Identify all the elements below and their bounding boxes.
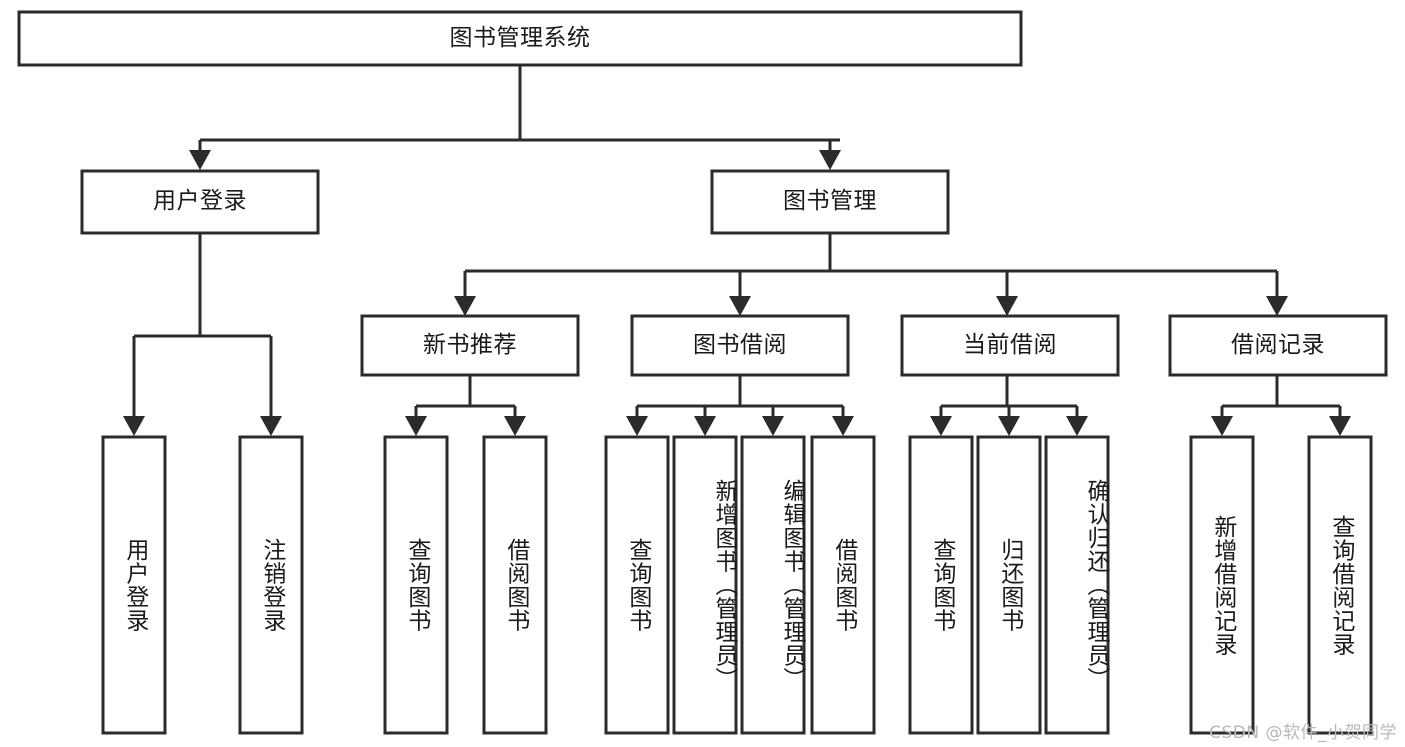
node-box-borrow-records[interactable] <box>1168 314 1388 377</box>
connector-userlogin-to-leaves <box>123 233 282 436</box>
node-box-leaf-book-borrow-1[interactable] <box>672 435 738 735</box>
node-box-leaf-borrow-records-1[interactable] <box>1307 435 1373 735</box>
connector-newbook-to-leaves <box>405 375 526 436</box>
node-box-root[interactable] <box>17 10 1023 67</box>
node-box-leaf-user-login-0[interactable] <box>101 435 167 735</box>
connector-currentborrow-to-leaves <box>930 375 1088 436</box>
node-box-leaf-book-borrow-2[interactable] <box>740 435 806 735</box>
node-box-leaf-book-borrow-0[interactable] <box>604 435 670 735</box>
node-box-leaf-current-borrow-0[interactable] <box>908 435 974 735</box>
node-box-new-book-recommend[interactable] <box>360 314 580 377</box>
node-box-leaf-current-borrow-2[interactable] <box>1044 435 1110 735</box>
connector-borrowrecords-to-leaves <box>1211 375 1351 436</box>
node-box-leaf-borrow-records-0[interactable] <box>1189 435 1255 735</box>
node-box-book-borrow[interactable] <box>630 314 850 377</box>
node-box-leaf-user-login-1[interactable] <box>238 435 304 735</box>
connector-bookmgmt-to-level3 <box>454 233 1288 316</box>
connector-root-to-level2 <box>189 66 841 170</box>
node-box-book-management[interactable] <box>710 169 950 235</box>
node-box-leaf-new-book-1[interactable] <box>482 435 548 735</box>
node-box-current-borrow[interactable] <box>900 314 1120 377</box>
node-box-user-login[interactable] <box>80 169 320 235</box>
node-box-leaf-current-borrow-1[interactable] <box>976 435 1042 735</box>
node-box-leaf-new-book-0[interactable] <box>383 435 449 735</box>
connector-bookborrow-to-leaves <box>626 375 854 436</box>
node-box-leaf-book-borrow-3[interactable] <box>810 435 876 735</box>
